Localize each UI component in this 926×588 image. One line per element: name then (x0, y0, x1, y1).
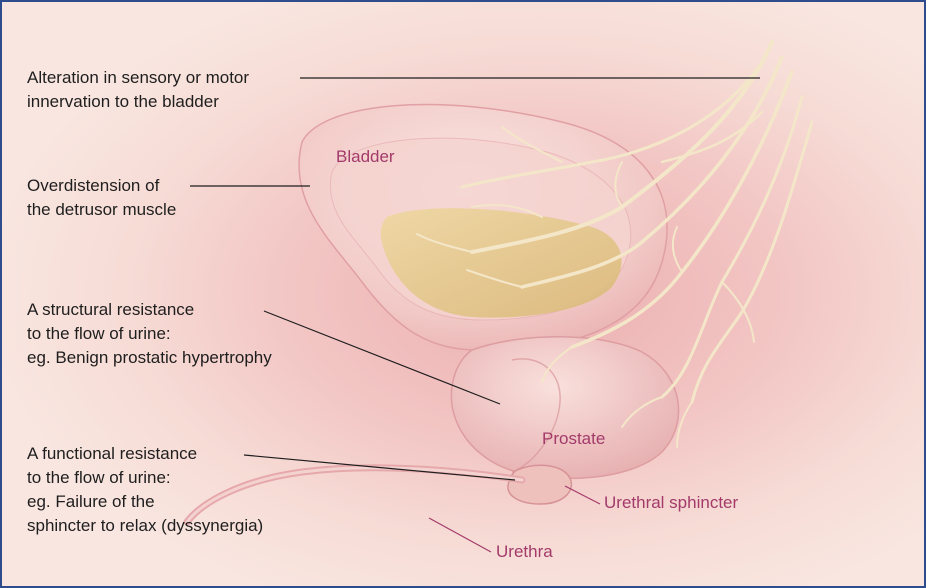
urethral-sphincter-shape (508, 465, 571, 504)
callout-line: innervation to the bladder (27, 90, 249, 114)
callout-line: Overdistension of (27, 174, 176, 198)
callout-line: eg. Benign prostatic hypertrophy (27, 346, 272, 370)
callout-line: A functional resistance (27, 442, 263, 466)
callout-line: A structural resistance (27, 298, 272, 322)
prostate-shape (451, 337, 678, 479)
organ-label-urethral-sphincter: Urethral sphincter (604, 492, 738, 514)
callout-line: the detrusor muscle (27, 198, 176, 222)
callout-line: to the flow of urine: (27, 322, 272, 346)
callout-line: to the flow of urine: (27, 466, 263, 490)
callout-overdistension: Overdistension of the detrusor muscle (27, 174, 176, 222)
callout-sensory: Alteration in sensory or motor innervati… (27, 66, 249, 114)
callout-line: Alteration in sensory or motor (27, 66, 249, 90)
organ-label-urethra: Urethra (496, 541, 553, 563)
callout-line: eg. Failure of the (27, 490, 263, 514)
organ-label-bladder: Bladder (336, 146, 395, 168)
callout-structural: A structural resistance to the flow of u… (27, 298, 272, 370)
leader-line-urethra (429, 518, 491, 552)
callout-line: sphincter to relax (dyssynergia) (27, 514, 263, 538)
callout-functional: A functional resistance to the flow of u… (27, 442, 263, 538)
leader-line-urethral-sphincter (565, 486, 600, 504)
organ-label-prostate: Prostate (542, 428, 605, 450)
